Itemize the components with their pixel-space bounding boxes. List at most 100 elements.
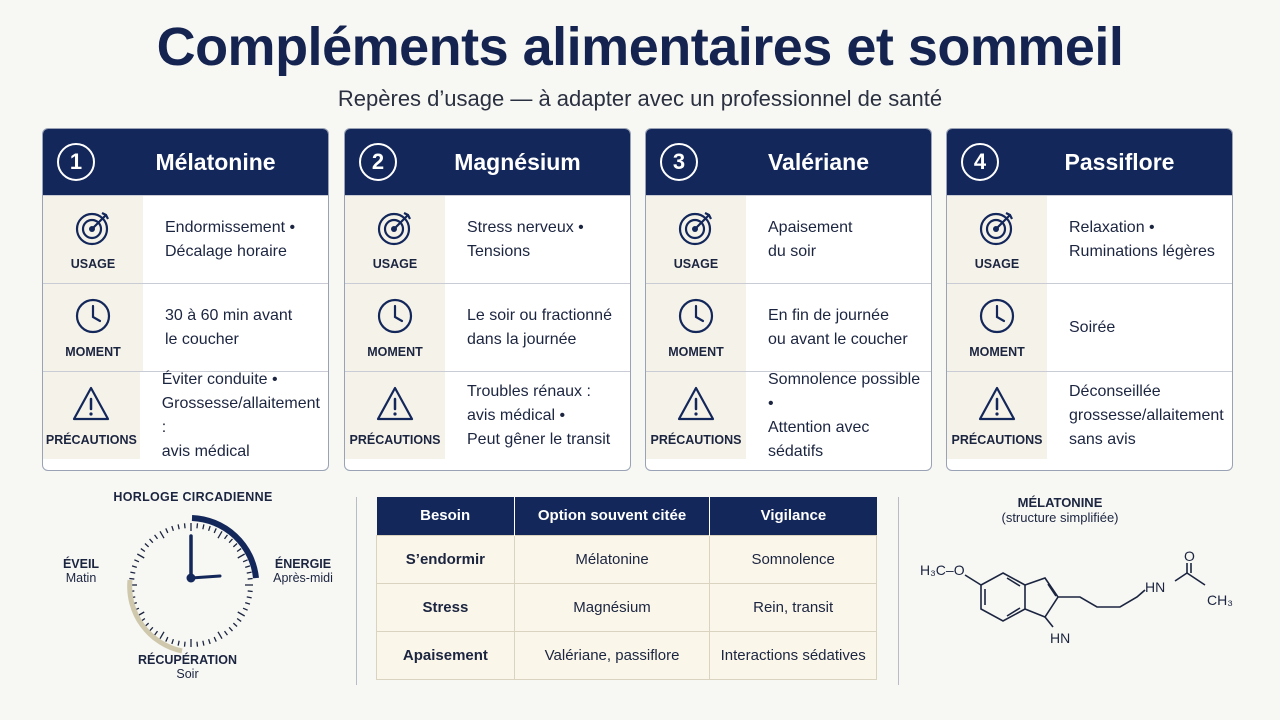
clock-tick (149, 538, 154, 544)
target-icon (676, 208, 716, 253)
card-row-precautions: PRÉCAUTIONS Somnolence possible • Attent… (646, 371, 931, 460)
target-icon (73, 208, 113, 253)
table-cell: Apaisement (376, 630, 515, 680)
row-text: Troubles rénaux : avis médical • Peut gê… (467, 382, 611, 448)
card-number: 4 (961, 143, 999, 181)
card-title: Mélatonine (155, 148, 276, 175)
clock-tick (207, 525, 211, 531)
energy-arc (191, 515, 259, 579)
card-row-precautions: PRÉCAUTIONS Déconseillée grossesse/allai… (947, 371, 1232, 459)
clock-tick (207, 639, 211, 645)
row-text: Relaxation • Ruminations légères (1069, 218, 1215, 260)
melatonin-structure: H₃C–O HN HN O CH₃ (920, 548, 1233, 646)
clock-tick (237, 553, 246, 559)
clock-tick (228, 538, 233, 544)
clock-tick (144, 543, 150, 548)
row-label: USAGE (372, 257, 418, 271)
clock-tick (236, 548, 242, 553)
clock-icon (977, 296, 1017, 341)
table-header: Besoin (376, 497, 515, 535)
clock-icon (73, 296, 113, 341)
target-icon (977, 208, 1017, 253)
clock-tick (242, 559, 248, 563)
clock-tick (237, 611, 246, 617)
row-text: Éviter conduite • Grossesse/allaitement … (161, 370, 320, 460)
supplement-card: 1 Mélatonine USAGE Endormissement • Déca… (42, 128, 329, 471)
clock-tick (130, 571, 136, 574)
card-title: Magnésium (454, 148, 581, 175)
divider-left (356, 497, 357, 685)
clock-tick (247, 577, 253, 580)
clock-tick (196, 523, 199, 529)
clock-tick (134, 559, 140, 563)
row-text: Endormissement • Décalage horaire (165, 218, 296, 260)
card-row-moment: MOMENT Le soir ou fractionné dans la jou… (345, 283, 630, 371)
clock-tick (140, 548, 146, 553)
clock-tick (245, 601, 251, 605)
row-label: PRÉCAUTIONS (951, 433, 1043, 447)
table-cell: Magnésium (513, 582, 711, 632)
warning-icon (374, 384, 416, 429)
row-label: USAGE (673, 257, 719, 271)
clock-tick (154, 534, 159, 540)
clock-tick (202, 640, 205, 646)
table-header: Option souvent citée (514, 497, 711, 535)
clock-tick (213, 528, 217, 534)
row-label-cell: PRÉCAUTIONS (947, 372, 1047, 459)
card-row-usage: USAGE Stress nerveux • Tensions (345, 195, 630, 283)
row-text: Soirée (1069, 318, 1116, 336)
row-text: Stress nerveux • Tensions (467, 218, 584, 260)
card-row-usage: USAGE Endormissement • Décalage horaire (43, 195, 328, 283)
row-text: Déconseillée grossesse/allaitement sans … (1069, 382, 1224, 448)
clock-tick (171, 525, 175, 531)
clock-tick (202, 524, 205, 530)
card-row-usage: USAGE Relaxation • Ruminations légères (947, 195, 1232, 283)
row-label-cell: MOMENT (646, 284, 746, 371)
clock-tick (213, 636, 217, 642)
row-label-cell: USAGE (947, 196, 1047, 283)
clock-tick (159, 530, 165, 539)
table-cell: Rein, transit (709, 582, 877, 632)
clock-tick (165, 528, 169, 534)
clock-tick (149, 626, 154, 632)
table-cell: S’endormir (376, 534, 515, 584)
row-label: MOMENT (668, 345, 724, 359)
clock-icon (375, 296, 415, 341)
methyl-label: CH₃ (1207, 592, 1233, 608)
clock-tick (177, 524, 180, 530)
row-label: USAGE (974, 257, 1020, 271)
clock-tick (245, 565, 251, 569)
methoxy-label: H₃C–O (920, 562, 965, 578)
row-label: PRÉCAUTIONS (349, 433, 441, 447)
row-label-cell: PRÉCAUTIONS (345, 372, 445, 459)
minute-hand (189, 574, 222, 580)
card-row-moment: MOMENT En fin de journée ou avant le cou… (646, 283, 931, 371)
card-number: 2 (359, 143, 397, 181)
page-subtitle: Repères d’usage — à adapter avec un prof… (337, 86, 943, 111)
row-label-cell: MOMENT (345, 284, 445, 371)
clock-tick (223, 630, 228, 636)
card-header: 1 Mélatonine (43, 129, 328, 195)
clock-tick (165, 636, 169, 642)
recovery-arc (127, 579, 183, 654)
row-text: Le soir ou fractionné dans la journée (467, 306, 612, 348)
clock-tick (217, 530, 223, 539)
row-label-cell: PRÉCAUTIONS (43, 372, 140, 459)
clock-tick (171, 639, 175, 645)
row-text: En fin de journée ou avant le coucher (768, 306, 908, 348)
clock-tick (183, 523, 186, 529)
table-row: Stress Magnésium Rein, transit (376, 582, 877, 632)
card-header: 4 Passiflore (947, 129, 1232, 195)
circadian-clock (127, 515, 259, 654)
clock-tick (247, 590, 253, 593)
clock-tick (246, 571, 252, 574)
clock-tick (159, 631, 165, 640)
comparison-table: Besoin Option souvent citée Vigilance S’… (376, 497, 877, 680)
supplement-card: 2 Magnésium USAGE Stress nerveux • Tensi… (344, 128, 631, 471)
clock-tick (217, 631, 223, 640)
row-text: 30 à 60 min avant le coucher (165, 306, 293, 348)
clock-tick (196, 641, 199, 647)
row-label: PRÉCAUTIONS (45, 433, 137, 447)
